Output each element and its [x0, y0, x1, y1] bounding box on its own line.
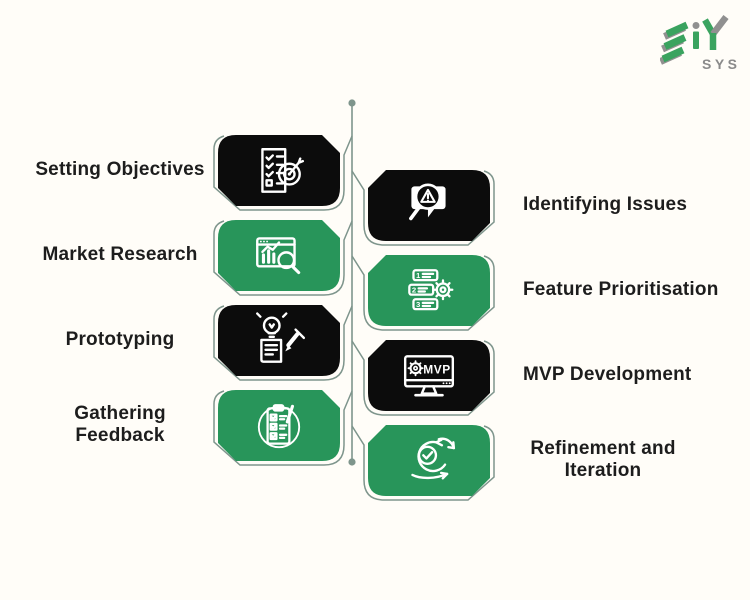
step-label-mvp-development: MVP Development [523, 364, 692, 385]
connector-outline-gathering-feedback [213, 390, 353, 466]
step-label-gathering-feedback: Gathering Feedback [74, 403, 166, 446]
issue-search-icon [400, 177, 458, 235]
connector-outline-refinement-iteration [351, 425, 495, 501]
priority-list-icon: 1 2 3 [400, 262, 458, 320]
feedback-clipboard-icon [250, 397, 308, 455]
connector-outline-setting-objectives [213, 135, 353, 211]
mvp-icon-text: MVP [423, 362, 450, 376]
connector-outline-prototyping [213, 305, 353, 381]
step-label-identifying-issues: Identifying Issues [523, 194, 688, 215]
iteration-arrows-icon [400, 432, 458, 490]
logo-chevrons [659, 21, 689, 65]
spine-top-dot [348, 99, 356, 107]
logo-letters-iy [692, 15, 729, 50]
prototype-idea-icon [250, 312, 308, 370]
step-label-setting-objectives: Setting Objectives [35, 159, 205, 180]
mvp-monitor-icon: MVP [400, 347, 458, 405]
step-box-refinement-iteration [368, 425, 490, 496]
step-label-refinement-iteration: Refinement and Iteration [530, 438, 676, 481]
step-box-mvp-development [368, 340, 490, 411]
connector-outline-market-research [213, 220, 353, 296]
step-label-market-research: Market Research [42, 244, 198, 265]
logo-sub-text: SYS [702, 56, 741, 72]
market-analytics-icon [250, 227, 308, 285]
connector-outline-identifying-issues [351, 170, 495, 246]
connector-outline-mvp-development [351, 340, 495, 416]
priority-number-2: 2 [412, 285, 416, 294]
step-box-feature-prioritisation [368, 255, 490, 326]
priority-number-1: 1 [416, 271, 421, 280]
step-label-feature-prioritisation: Feature Prioritisation [523, 279, 719, 300]
brand-logo: SYS [659, 12, 748, 84]
connector-outline-feature-prioritisation [351, 255, 495, 331]
spine-bottom-dot [348, 458, 356, 466]
checklist-target-icon [250, 142, 308, 200]
priority-number-3: 3 [416, 300, 421, 309]
step-label-prototyping: Prototyping [65, 329, 175, 350]
